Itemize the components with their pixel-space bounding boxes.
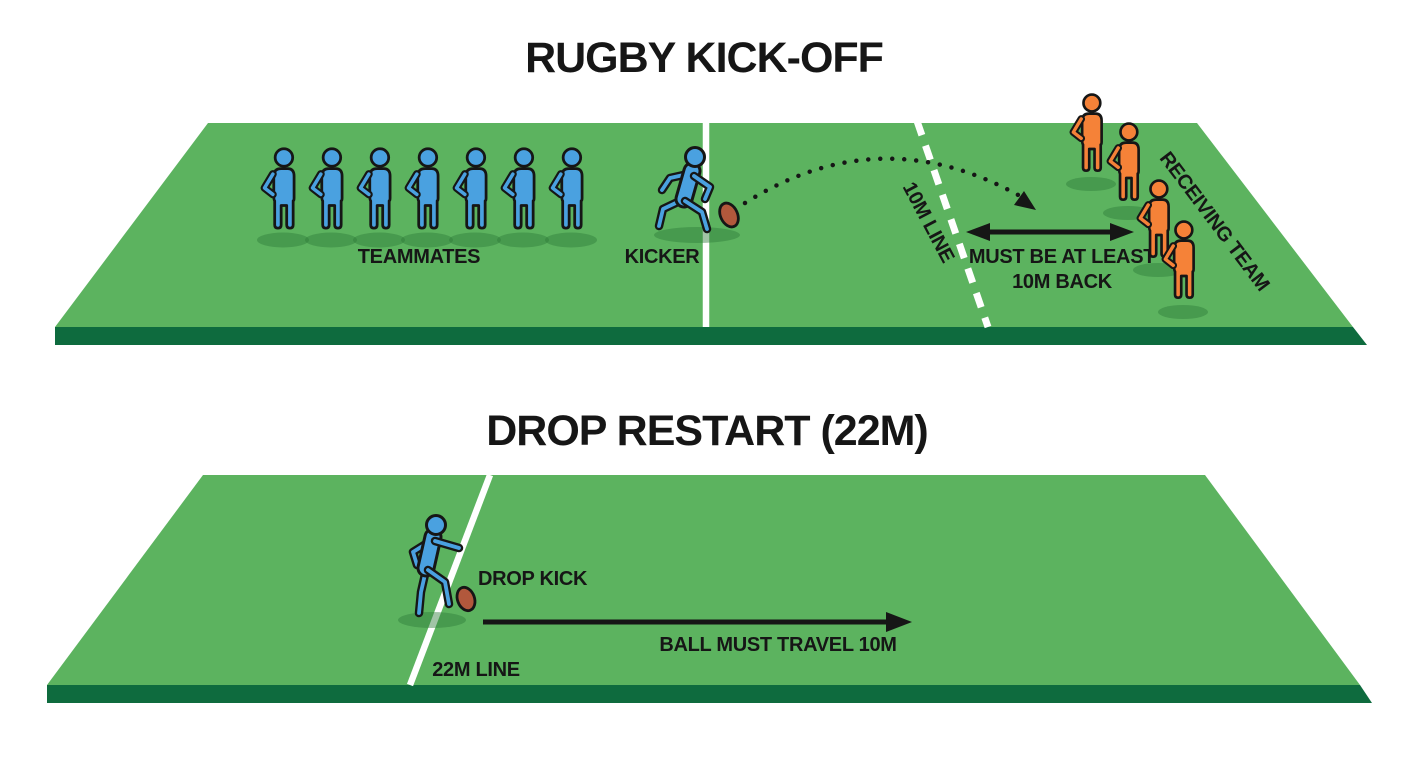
travel-arrow-head-icon — [886, 612, 912, 632]
distance-rule-line2: 10M BACK — [1012, 271, 1113, 293]
twenty-two-m-line — [406, 473, 494, 687]
drop-field-surface — [47, 475, 1360, 685]
kicker-figure — [654, 146, 715, 234]
kickoff-ball — [718, 201, 740, 229]
kickoff-title: RUGBY KICK-OFF — [525, 34, 883, 82]
distance-rule-line1: MUST BE AT LEAST — [969, 246, 1155, 268]
distance-arrow-right-head-icon — [1110, 223, 1134, 241]
receiving-team-shadows — [1066, 177, 1208, 319]
kicker-label: KICKER — [625, 246, 701, 268]
drop-field-front-edge — [47, 685, 1372, 703]
drop-kicker-shadow — [398, 612, 466, 628]
trajectory-arrowhead-icon — [1014, 191, 1036, 210]
kickoff-field-front-edge — [55, 327, 1367, 345]
ball-trajectory-arc — [742, 156, 1023, 206]
ten-m-line — [913, 119, 992, 329]
drop-ball — [455, 585, 477, 613]
travel-rule-label: BALL MUST TRAVEL 10M — [659, 634, 896, 656]
drop-kicker-head — [425, 514, 447, 536]
drop-kick-label: DROP KICK — [478, 568, 588, 590]
teammates-shadows — [257, 232, 597, 248]
teammates-label: TEAMMATES — [358, 246, 480, 268]
drop-kicker-figure — [408, 514, 464, 618]
drop-restart-title: DROP RESTART (22M) — [486, 407, 928, 455]
kicker-head — [684, 146, 706, 168]
kicker-shadow — [654, 227, 740, 243]
twenty-two-m-line-label: 22M LINE — [432, 659, 520, 681]
distance-arrow-left-head-icon — [966, 223, 990, 241]
